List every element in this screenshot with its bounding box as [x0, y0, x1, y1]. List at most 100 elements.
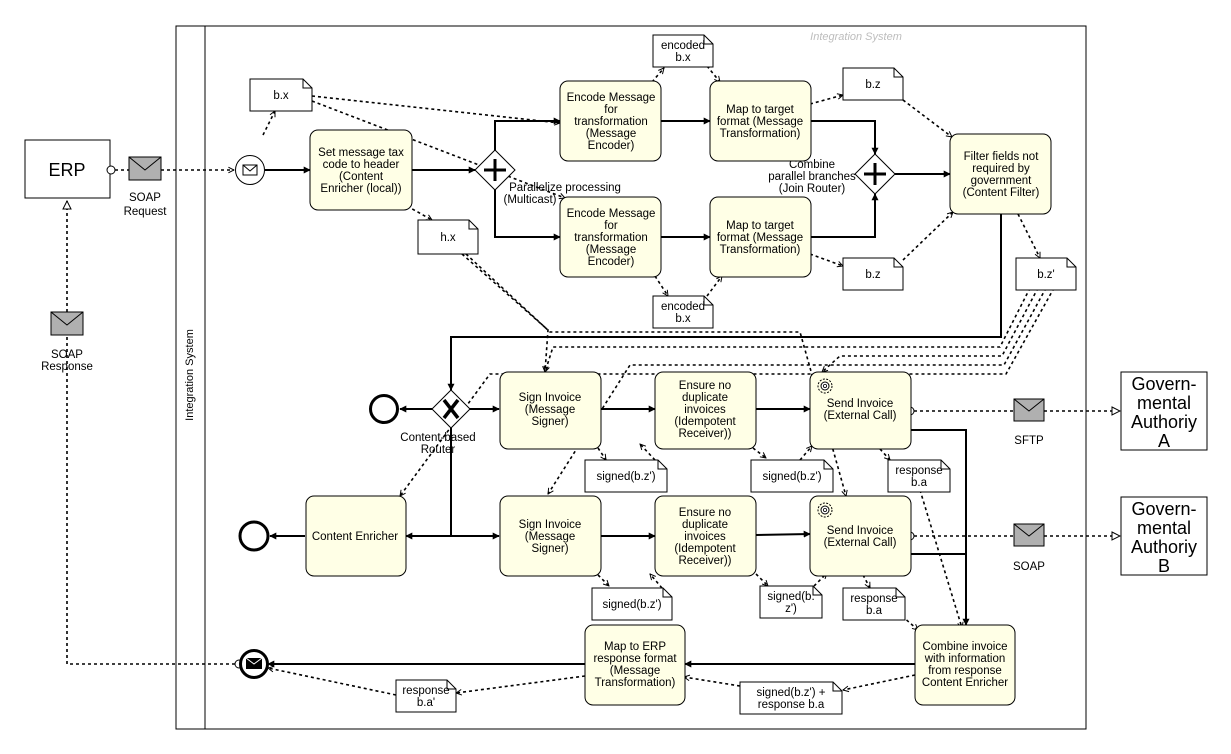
data-object-label: b.z	[865, 79, 881, 91]
join-gateway-label-3: (Join Router)	[779, 183, 846, 195]
task-label-line: (Message	[586, 128, 637, 140]
content-based-router-gateway[interactable]	[431, 389, 471, 429]
task-label-line: format (Message	[717, 232, 803, 244]
soap-request-label-2: Request	[124, 206, 168, 218]
task-send-invoice-top[interactable]: Send Invoice(External Call)	[809, 371, 912, 450]
task-label-line: from response	[928, 665, 1002, 677]
gov-authority-a[interactable]: Govern- mental Authoriy A	[1120, 371, 1208, 451]
data-object-signed3[interactable]: signed(b.z')	[591, 587, 673, 621]
task-send-invoice-bottom[interactable]: Send Invoice(External Call)	[809, 495, 912, 577]
gov-a-line-4: A	[1158, 431, 1170, 451]
task-label-line: (Message	[525, 404, 576, 416]
data-object-label: signed(b.z')	[596, 471, 655, 483]
multicast-gateway[interactable]	[474, 149, 516, 191]
task-label-line: for	[604, 220, 618, 232]
task-label-line: Send Invoice	[827, 525, 894, 537]
data-object-label: b.a'	[417, 697, 435, 709]
data-object-label: b.a	[866, 605, 883, 617]
task-label-line: Ensure no	[679, 380, 731, 392]
data-object-label: signed(b.z')	[602, 599, 661, 611]
task-label-line: Filter fields not	[964, 151, 1040, 163]
data-object-bz-bottom[interactable]: b.z	[842, 257, 904, 291]
data-object-hx[interactable]: h.x	[417, 219, 479, 255]
data-object-label: signed(b.z')	[762, 471, 821, 483]
gov-authority-b[interactable]: Govern- mental Authoriy B	[1120, 496, 1208, 576]
task-label-line: Signer)	[531, 543, 568, 555]
gov-b-line-3: Authoriy	[1131, 537, 1197, 557]
task-label-line: (Idempotent	[674, 416, 736, 428]
task-label-line: (Message	[525, 531, 576, 543]
gear-icon	[817, 502, 833, 518]
data-object-label: encoded	[661, 301, 705, 313]
data-object-label: h.x	[440, 232, 456, 244]
task-label-line: Transformation)	[720, 244, 801, 256]
gear-icon	[817, 378, 833, 394]
lane-label: Integration System	[184, 329, 196, 421]
data-object-label: response b.a	[758, 699, 825, 711]
task-label-line: duplicate	[682, 519, 728, 531]
data-object-label: signed(b.	[767, 591, 814, 603]
data-object-bz-prime[interactable]: b.z'	[1015, 257, 1077, 291]
task-label-line: Map to ERP	[604, 641, 666, 653]
task-encode-message-top[interactable]: Encode Messagefortransformation(MessageE…	[559, 80, 662, 162]
task-label-line: Map to target	[726, 220, 795, 232]
gov-b-line-2: mental	[1137, 518, 1191, 538]
task-label-line: (External Call)	[824, 410, 897, 422]
erp-participant[interactable]: ERP	[24, 139, 111, 199]
task-label-line: invoices	[684, 404, 726, 416]
data-object-signed4[interactable]: signed(b.z')	[759, 585, 823, 619]
data-object-label: b.a	[911, 477, 928, 489]
task-ensure-no-duplicates-top[interactable]: Ensure noduplicateinvoices(IdempotentRec…	[654, 371, 757, 450]
start-message-event[interactable]	[235, 155, 265, 185]
gov-a-line-2: mental	[1137, 393, 1191, 413]
task-label-line: Set message tax	[318, 147, 404, 159]
end-event-bottom[interactable]	[238, 520, 270, 552]
multicast-gateway-label-1: Parallelize processing	[509, 182, 621, 194]
data-object-label: response	[402, 685, 449, 697]
data-object-label: z')	[785, 603, 797, 615]
data-object-label: b.z	[865, 269, 881, 281]
task-label-line: Combine invoice	[922, 641, 1007, 653]
task-label-line: Content Enricher	[922, 677, 1008, 689]
data-object-signed2[interactable]: signed(b.z')	[750, 459, 834, 493]
task-label-line: Receiver))	[678, 428, 731, 440]
data-object-label: response	[895, 465, 942, 477]
end-message-event[interactable]	[239, 649, 269, 679]
gov-b-line-4: B	[1158, 556, 1170, 576]
data-object-signed-resp[interactable]: signed(b.z') +response b.a	[739, 681, 843, 715]
task-label-line: Map to target	[726, 104, 795, 116]
data-object-signed1[interactable]: signed(b.z')	[584, 459, 668, 493]
task-content-enricher[interactable]: Content Enricher	[305, 495, 407, 577]
data-object-bx[interactable]: b.x	[249, 78, 313, 112]
end-event-top[interactable]	[369, 394, 399, 424]
soap-request-envelope-icon	[128, 156, 162, 181]
task-ensure-no-duplicates-bottom[interactable]: Ensure noduplicateinvoices(IdempotentRec…	[654, 495, 757, 577]
pool-title: Integration System	[810, 31, 902, 43]
data-object-label: response	[850, 593, 897, 605]
task-encode-message-bottom[interactable]: Encode Messagefortransformation(MessageE…	[559, 196, 662, 278]
data-object-label: b.z'	[1037, 269, 1055, 281]
soap-envelope-icon	[1013, 523, 1045, 547]
task-label-line: (Message	[586, 244, 637, 256]
soap-label: SOAP	[1013, 561, 1045, 573]
sftp-envelope-icon	[1013, 398, 1045, 422]
join-gateway[interactable]	[854, 153, 896, 195]
task-label-line: Receiver))	[678, 555, 731, 567]
task-label-line: format (Message	[717, 116, 803, 128]
data-object-bz-top[interactable]: b.z	[842, 67, 904, 101]
task-label-line: Encoder)	[588, 140, 635, 152]
